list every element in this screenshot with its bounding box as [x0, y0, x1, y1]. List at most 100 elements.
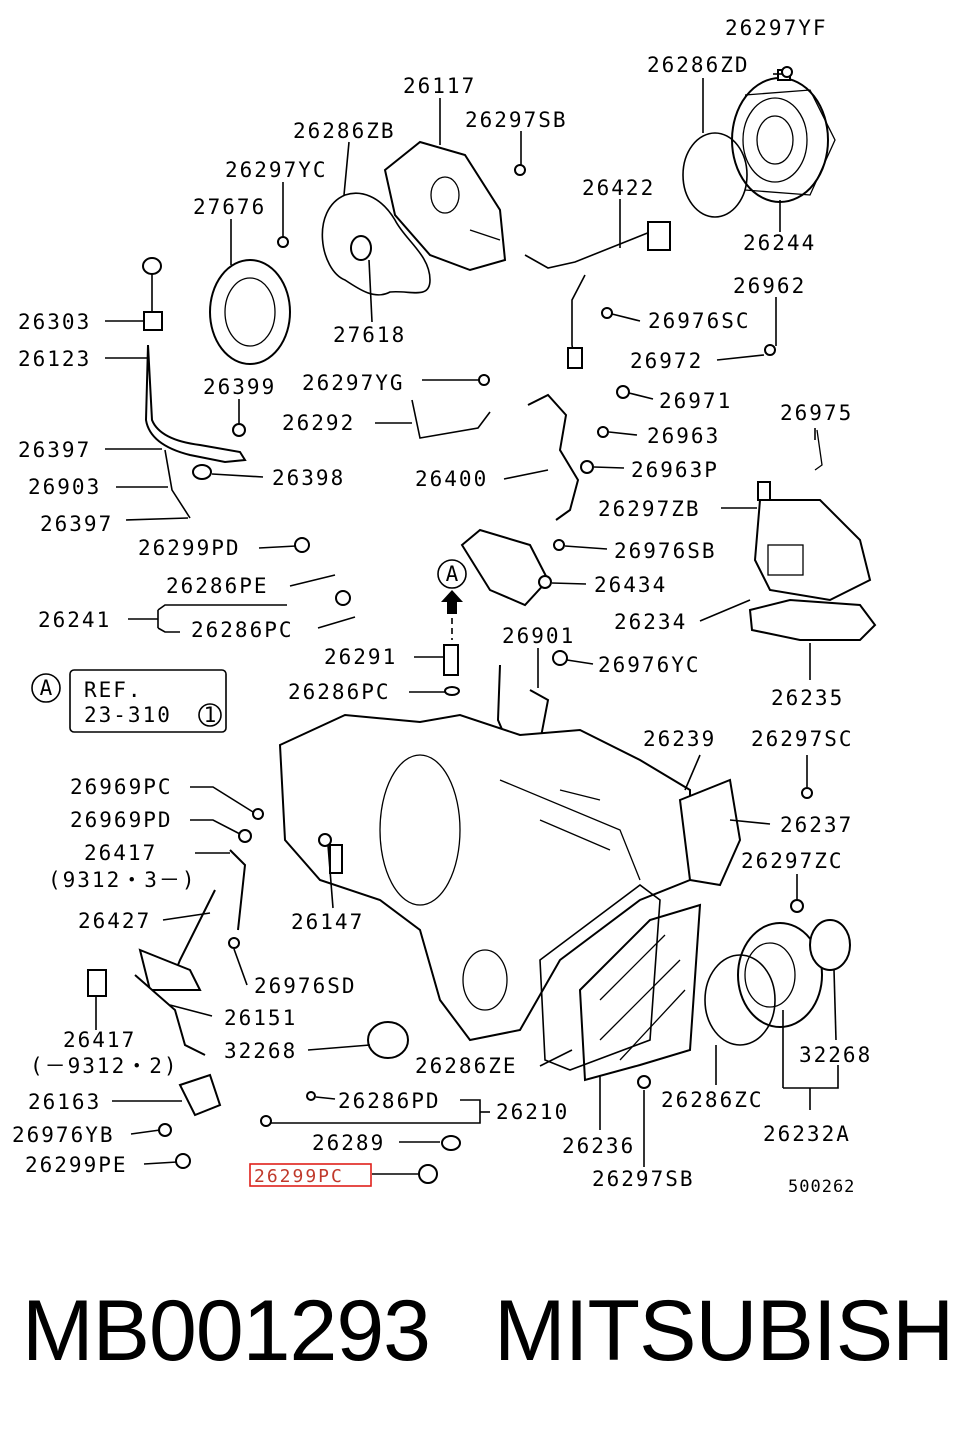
- label-26297YC: 26297YC: [225, 158, 328, 182]
- label-9312-from: (9312・3－): [48, 868, 197, 892]
- ref-line-2: 23-310: [84, 703, 172, 727]
- cover-drawing: [383, 140, 507, 272]
- retainer-drawing: [704, 919, 851, 1046]
- label-26969PC: 26969PC: [70, 775, 173, 799]
- label-26241: 26241: [38, 608, 111, 632]
- label-26151: 26151: [224, 1006, 297, 1030]
- plate-drawing: [678, 778, 742, 887]
- ref-marker: A: [40, 676, 53, 700]
- label-26297SB: 26297SB: [465, 108, 568, 132]
- label-26286PE: 26286PE: [166, 574, 269, 598]
- callout-labels: 26297YF 26286ZD 26117 26286ZB 26297SB 26…: [12, 16, 872, 1197]
- label-26286PC: 26286PC: [191, 618, 294, 642]
- label-26123: 26123: [18, 347, 91, 371]
- label-26236: 26236: [562, 1134, 635, 1158]
- label-26434: 26434: [594, 573, 667, 597]
- label-26147: 26147: [291, 910, 364, 934]
- label-26976YC: 26976YC: [598, 653, 701, 677]
- label-26237: 26237: [780, 813, 853, 837]
- label-26417-lower: 26417: [63, 1028, 136, 1052]
- label-26963: 26963: [647, 424, 720, 448]
- label-26286PD: 26286PD: [338, 1089, 441, 1113]
- fasteners-drawing: [158, 66, 823, 1184]
- label-26903: 26903: [28, 475, 101, 499]
- label-27676: 27676: [193, 195, 266, 219]
- label-26400: 26400: [415, 467, 488, 491]
- label-26297YF: 26297YF: [725, 16, 828, 40]
- label-26299PC-highlighted: 26299PC: [254, 1166, 344, 1187]
- label-26297YG: 26297YG: [302, 371, 405, 395]
- parts-diagram: A: [12, 16, 877, 1197]
- label-26901: 26901: [502, 624, 575, 648]
- label-26286ZC: 26286ZC: [661, 1088, 764, 1112]
- label-26297ZB: 26297ZB: [598, 497, 701, 521]
- label-26417: 26417: [84, 841, 157, 865]
- label-26286ZE: 26286ZE: [415, 1054, 518, 1078]
- label-32268-right: 32268: [799, 1043, 872, 1067]
- label-26286PC-lower: 26286PC: [288, 680, 391, 704]
- label-26210: 26210: [496, 1100, 569, 1124]
- brand-name: MITSUBISHI: [494, 1283, 960, 1379]
- label-26299PE: 26299PE: [25, 1153, 128, 1177]
- label-26286ZB: 26286ZB: [293, 119, 396, 143]
- label-26291: 26291: [324, 645, 397, 669]
- label-26297SB-lower: 26297SB: [592, 1167, 695, 1191]
- label-26289: 26289: [312, 1131, 385, 1155]
- label-26976SC: 26976SC: [648, 309, 751, 333]
- label-26963P: 26963P: [631, 458, 719, 482]
- figure-code: 500262: [788, 1177, 855, 1197]
- mount-drawing: [748, 481, 877, 641]
- label-26399: 26399: [203, 375, 276, 399]
- leader-lines: [95, 73, 839, 1175]
- reference-box: A REF. 23-310 1: [31, 669, 227, 733]
- highlight-box: [249, 1163, 372, 1187]
- seal-drawing: [350, 235, 372, 261]
- transaxle-case-drawing: [278, 713, 691, 1042]
- o-ring-drawing: [682, 132, 748, 218]
- label-26286ZD: 26286ZD: [647, 53, 750, 77]
- label-26297SC: 26297SC: [751, 727, 854, 751]
- view-arrow-marker: A: [446, 562, 459, 586]
- sensor-drawing: [524, 221, 671, 369]
- label-26972: 26972: [630, 349, 703, 373]
- label-26976YB: 26976YB: [12, 1123, 115, 1147]
- ref-circled-number: 1: [204, 703, 217, 727]
- label-26244: 26244: [743, 231, 816, 255]
- gasket-drawing: [321, 192, 431, 296]
- seal-32268-drawing: [367, 1021, 409, 1059]
- switch-drawing: [460, 528, 550, 607]
- label-26239: 26239: [643, 727, 716, 751]
- label-26299PD: 26299PD: [138, 536, 241, 560]
- label-26303: 26303: [18, 310, 91, 334]
- label-26427: 26427: [78, 909, 151, 933]
- label-26235: 26235: [771, 686, 844, 710]
- label-26163: 26163: [28, 1090, 101, 1114]
- label-26117: 26117: [403, 74, 476, 98]
- label-26297ZC: 26297ZC: [741, 849, 844, 873]
- label-26422: 26422: [582, 176, 655, 200]
- label-26234: 26234: [614, 610, 687, 634]
- bracket-drawing: [411, 399, 491, 439]
- lever-drawing: [527, 393, 580, 521]
- label-26976SB: 26976SB: [614, 539, 717, 563]
- part-number: MB001293: [22, 1283, 431, 1379]
- label-26971: 26971: [659, 389, 732, 413]
- label-26975: 26975: [780, 401, 853, 425]
- seal-plate-drawing: [209, 259, 291, 365]
- side-cover-drawing: [578, 903, 702, 1082]
- label-26398: 26398: [272, 466, 345, 490]
- label-26232A: 26232A: [763, 1122, 851, 1146]
- label-26969PD: 26969PD: [70, 808, 173, 832]
- gasket-26286ZE-drawing: [539, 884, 661, 1071]
- label-26292: 26292: [282, 411, 355, 435]
- label-26976SD: 26976SD: [254, 974, 357, 998]
- label-26397-lower: 26397: [40, 512, 113, 536]
- footer: MB001293 MITSUBISHI: [0, 1282, 960, 1392]
- label-9312-until: (－9312・2): [30, 1054, 179, 1078]
- ref-line-1: REF.: [84, 678, 143, 702]
- view-arrow: [437, 559, 467, 640]
- label-27618: 27618: [333, 323, 406, 347]
- label-26962: 26962: [733, 274, 806, 298]
- label-26397: 26397: [18, 438, 91, 462]
- label-32268: 32268: [224, 1039, 297, 1063]
